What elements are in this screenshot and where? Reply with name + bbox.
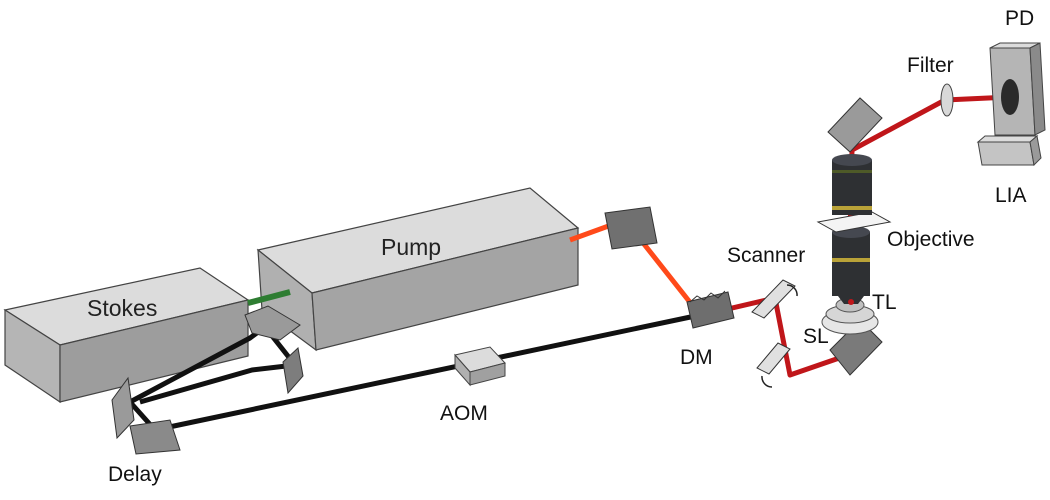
sl-label: SL [803, 325, 829, 348]
delay-label: Delay [108, 463, 162, 486]
objective-lower [832, 226, 870, 305]
lia-label: LIA [995, 184, 1027, 207]
pump-turning-mirror [604, 206, 658, 250]
objective-label: Objective [887, 228, 975, 251]
pump-label: Pump [381, 234, 442, 260]
pump-laser-box [256, 187, 580, 352]
pd-label: PD [1005, 7, 1035, 30]
lock-in-amplifier [976, 135, 1042, 167]
scanner-mirrors [751, 279, 798, 388]
aom-label: AOM [440, 402, 488, 425]
objective-upper [832, 154, 872, 215]
tl-label: TL [872, 291, 897, 314]
sample-plane [816, 211, 892, 233]
dichroic-mirror [686, 290, 735, 329]
stokes-mirror-upper [244, 305, 301, 341]
stokes-laser-box [3, 267, 250, 404]
scanner-label: Scanner [727, 244, 806, 267]
stokes-output-beam [247, 289, 291, 306]
top-turning-mirror [827, 97, 883, 153]
stokes-mirror-lower [282, 347, 304, 395]
delay-stage-mirrors [111, 376, 181, 455]
photodiode-detector [989, 42, 1046, 136]
optical-filter [940, 83, 954, 117]
filter-label: Filter [907, 54, 954, 77]
stokes-label: Stokes [87, 295, 158, 321]
aom-modulator [454, 346, 506, 387]
dm-label: DM [680, 346, 713, 369]
